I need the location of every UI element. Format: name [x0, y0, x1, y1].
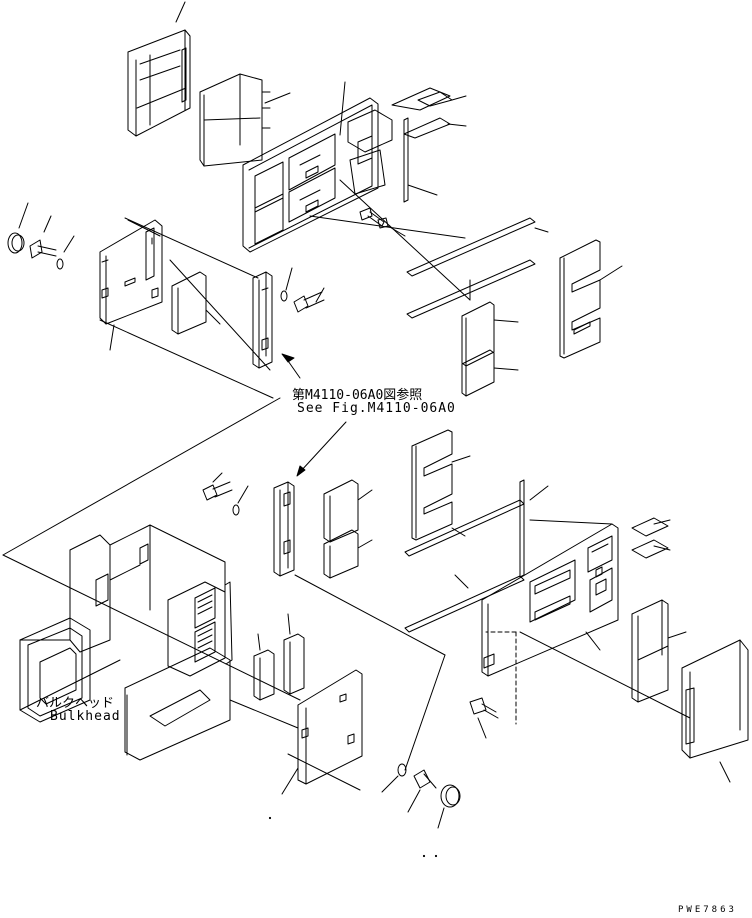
vertical-channel-bracket-lower [274, 482, 294, 576]
reference-note-japanese: 第M4110-06A0図参照 [292, 388, 423, 403]
lower-right-folded-panel [632, 600, 686, 702]
upper-left-fasteners [8, 203, 74, 269]
bolt-and-washer-lower-left [203, 473, 248, 515]
bulkhead-label-english: Bulkhead [50, 709, 121, 724]
long-strips-upper [407, 218, 548, 318]
small-pad-upper-left [172, 272, 220, 334]
bulkhead-console [168, 582, 225, 676]
assembly-guide-lines-lower [3, 520, 690, 790]
stray-dot [435, 855, 436, 856]
lower-fasteners [382, 764, 460, 828]
vertical-channel-bracket-upper [253, 272, 272, 368]
bulkhead-label-japanese: バルクヘッド [36, 696, 115, 711]
lower-right-control-panel [482, 524, 618, 676]
stray-dot [269, 817, 270, 818]
lower-right-cover [682, 640, 748, 782]
reference-arrow-upper [282, 354, 300, 378]
bolt-and-washer-upper-center [281, 268, 324, 312]
small-pads-lower-center [254, 614, 304, 700]
bolt-lower-right [470, 698, 498, 738]
assembly-guide-lines-upper [100, 180, 470, 398]
e-shaped-pad-upper [560, 240, 622, 358]
lower-right-clips [632, 518, 670, 558]
e-shaped-pad-lower [412, 430, 470, 540]
upper-small-brackets [348, 88, 466, 202]
reference-leaders [3, 398, 346, 555]
stray-dot [423, 855, 424, 856]
bolt-upper-right [360, 208, 405, 236]
bulkhead-lower-side-panel [125, 648, 230, 760]
upper-left-plate [100, 220, 162, 350]
long-strips-lower [405, 480, 548, 632]
square-pads-upper [462, 302, 518, 396]
lower-center-plate [282, 670, 362, 794]
bulkhead-frame [20, 525, 232, 722]
folded-side-panel [200, 74, 290, 166]
top-left-side-cover [128, 2, 190, 136]
drawing-code: PWE7863 [678, 905, 737, 915]
reference-note-english: See Fig.M4110-06A0 [297, 401, 456, 416]
square-pads-lower [324, 480, 372, 578]
